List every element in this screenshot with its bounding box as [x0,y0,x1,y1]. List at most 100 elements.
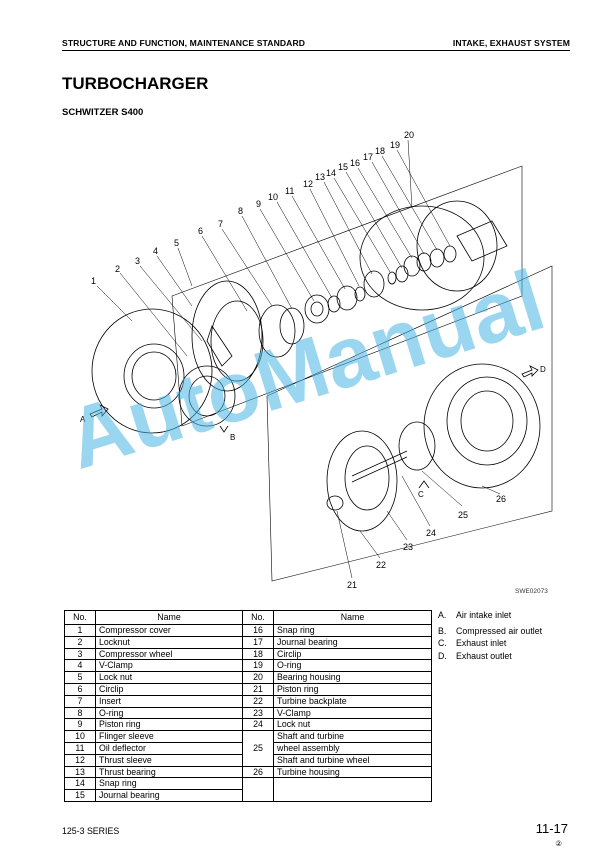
part-name: Journal bearing [273,635,432,649]
callout-7: 7 [218,219,223,229]
part-no: 26 [242,765,274,779]
table-row: 4 V-Clamp 19 O-ring [64,659,432,673]
part-no: 24 [242,718,274,732]
part-name-empty [273,789,432,802]
legend-item: D.Exhaust outlet [438,650,542,662]
part-name: Compressor wheel [95,647,243,661]
table-row: 3 Compressor wheel 18 Circlip [64,647,432,661]
part-name: Turbine housing [273,765,432,779]
callout-26: 26 [496,494,506,504]
part-no: 18 [242,647,274,661]
flow-label-b: B [230,433,235,442]
part-name: Piston ring [95,718,243,732]
upper-assembly-plane [171,165,523,427]
table-row: 9 Piston ring 24 Lock nut [64,718,432,732]
part-name: Shaft and turbine [273,730,432,743]
part-name: Journal bearing [95,789,243,802]
callout-21: 21 [347,580,357,590]
footer-series: 125-3 SERIES [62,826,120,836]
part-name: V-Clamp [273,706,432,720]
col-name-right: Name [273,610,432,625]
page-title: TURBOCHARGER [62,74,209,93]
callout-15: 15 [338,162,348,172]
callout-8: 8 [238,206,243,216]
callout-5: 5 [174,238,179,248]
part-name: Thrust sleeve [95,753,243,767]
legend-key: C. [438,638,447,649]
legend-item: B. Compressed air outlet [438,625,542,637]
table-row: 14 Snap ring [64,777,432,791]
part-no-empty [242,730,274,743]
legend-text: Exhaust inlet [456,638,507,649]
part-name: Turbine backplate [273,694,432,708]
part-no-empty [242,777,274,790]
table-row: 8 O-ring 23 V-Clamp [64,706,432,720]
part-no: 6 [64,682,96,696]
callout-4: 4 [153,246,158,256]
legend-text: Air intake inlet [456,610,512,620]
exhaust-outlet-arrow [521,365,539,378]
part-no: 1 [64,624,96,637]
part-name: Lock nut [273,718,432,732]
flow-label-a: A [80,415,86,424]
callout-22: 22 [376,560,386,570]
legend-key: B. [438,626,447,637]
callout-10: 10 [268,192,278,202]
table-header-row: No. Name No. Name [64,610,432,625]
compressor-cover-part [91,308,236,434]
part-no: 22 [242,694,274,708]
header-chapter-title: INTAKE, EXHAUST SYSTEM [452,38,570,48]
part-no: 4 [64,659,96,673]
callout-12: 12 [303,179,313,189]
part-no: 2 [64,635,96,649]
part-name-empty [273,777,432,790]
part-name: Shaft and turbine wheel [273,753,432,767]
part-no: 25 [242,742,274,755]
part-no: 16 [242,624,274,637]
legend-key: A. [438,610,447,620]
flow-legend: A. Air intake inlet B. Compressed air outl… [438,609,542,662]
page-header: STRUCTURE AND FUNCTION, MAINTENANCE STAN… [62,36,570,51]
lower-assembly-plane [266,265,553,582]
bearing-housing-part [359,200,508,311]
part-name: Locknut [95,635,243,649]
table-row: 15 Journal bearing [64,789,432,802]
col-name-left: Name [95,610,243,625]
table-row: 13 Thrust bearing 26 Turbine housing [64,765,432,779]
part-name: Insert [95,694,243,708]
callout-25: 25 [458,510,468,520]
part-name: Circlip [273,647,432,661]
callout-14: 14 [326,168,336,178]
callout-13: 13 [315,172,325,182]
snap-ring-part [279,307,305,345]
legend-text: Compressed air outlet [456,626,543,637]
col-no-left: No. [64,610,96,625]
callout-16: 16 [350,158,360,168]
table-row: 6 Circlip 21 Piston ring [64,682,432,696]
part-name: Bearing housing [273,671,432,684]
part-no: 13 [64,765,96,779]
part-no: 12 [64,753,96,767]
callout-2: 2 [115,264,120,274]
part-no: 10 [64,730,96,743]
page-number: 11-17 [535,821,568,836]
part-no: 8 [64,706,96,720]
part-no: 3 [64,647,96,661]
part-no: 14 [64,777,96,791]
callout-23: 23 [403,542,413,552]
insert-part [258,304,296,358]
parts-table: No. Name No. Name 1 Compressor cover 16 … [64,610,432,802]
air-intake-arrow [89,404,109,418]
part-name: Piston ring [273,682,432,696]
callout-1: 1 [91,276,96,286]
callout-20: 20 [404,130,414,140]
part-no: 7 [64,694,96,708]
part-no: 15 [64,789,96,802]
callout-3: 3 [135,256,140,266]
callout-11: 11 [285,186,294,196]
part-no: 23 [242,706,274,720]
shaft-turbine-wheel-part [351,421,436,483]
table-row: 11 Oil deflector 25 wheel assembly [64,741,432,755]
table-row: 5 Lock nut 20 Bearing housing [64,671,432,684]
compressor-wheel-part [191,280,264,392]
